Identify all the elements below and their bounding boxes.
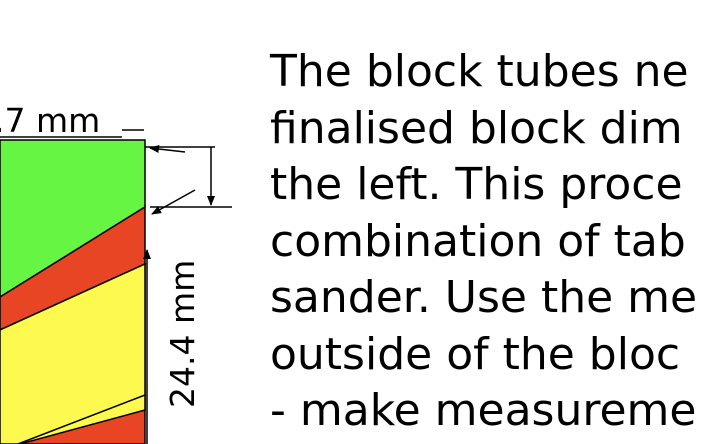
top-arrow-pointer (149, 145, 186, 153)
diagonal-arrow-pointer (151, 189, 196, 215)
side-height-label: 24.4 mm (163, 260, 202, 408)
instruction-line: finalised block dim (270, 102, 683, 154)
yellow-face (0, 262, 146, 444)
instruction-line: sander. Use the me (270, 272, 698, 323)
instruction-paragraph: The block tubes ne finalised block dim t… (270, 44, 702, 440)
top-width-label: .7 mm (0, 101, 100, 140)
instruction-line: - make measureme (270, 385, 697, 436)
instruction-line: the left. This proce (270, 159, 683, 210)
instruction-line: combination of tab (270, 215, 686, 267)
instruction-line: The block tubes ne (270, 46, 689, 97)
instruction-line: outside of the bloc (270, 328, 681, 380)
block-edge-lower (17, 394, 146, 444)
